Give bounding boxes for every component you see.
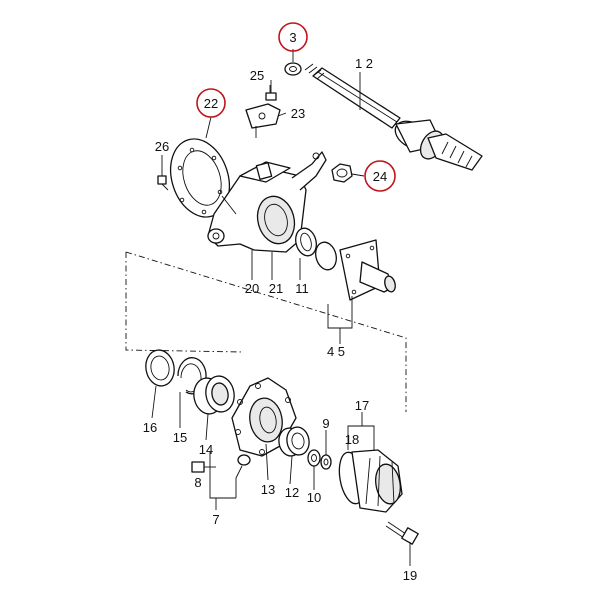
callout-14: 14 (199, 442, 213, 457)
callout-17: 17 (355, 398, 369, 413)
callout-8: 8 (194, 475, 201, 490)
washer-part-10 (307, 449, 321, 467)
callout-23: 23 (291, 106, 305, 121)
callout-19: 19 (403, 568, 417, 583)
callout-20: 20 (245, 281, 259, 296)
nut-part-24 (331, 163, 353, 183)
spacer-part-12 (278, 426, 310, 457)
bolt-part-19 (385, 521, 419, 545)
callout-26: 26 (155, 139, 169, 154)
callout-16: 16 (143, 420, 157, 435)
highlight-circles (196, 22, 396, 192)
washer-part-9 (320, 454, 332, 470)
callout-21: 21 (269, 281, 283, 296)
axle-shaft (304, 63, 483, 171)
assembly-outline-right (125, 251, 407, 412)
callout-24: 24 (373, 169, 387, 184)
callout-11: 11 (295, 281, 309, 296)
steering-knuckle (207, 151, 327, 253)
stud-part-8 (191, 461, 216, 473)
ring-part-11 (295, 227, 317, 257)
washer-part-3 (284, 62, 302, 76)
callout-22: 22 (204, 96, 218, 111)
callout-9: 9 (322, 416, 329, 431)
callout-12: 12 (285, 485, 299, 500)
callout-labels: 3 1 2 25 22 23 26 24 20 21 11 4 5 16 15 … (143, 30, 417, 583)
callout-10: 10 (307, 490, 321, 505)
dust-plate-part-22 (169, 138, 231, 218)
callout-15: 15 (173, 430, 187, 445)
callout-4-5: 4 5 (327, 344, 345, 359)
bolt-part-25 (265, 80, 277, 101)
free-wheel-hub-part-18 (338, 449, 403, 513)
callout-3: 3 (289, 30, 296, 45)
bracket-part-23 (245, 103, 281, 138)
bolt-part-26 (157, 175, 169, 191)
callout-1-2: 1 2 (355, 56, 373, 71)
highlight-part-22 (196, 88, 226, 118)
callout-7: 7 (212, 512, 219, 527)
highlight-part-3 (278, 22, 308, 52)
spindle-part-4-5 (315, 239, 396, 301)
callout-18: 18 (345, 432, 359, 447)
highlight-part-24 (364, 160, 396, 192)
bearing-part-14 (193, 375, 235, 415)
callout-13: 13 (261, 482, 275, 497)
assembly-outline (125, 252, 245, 353)
leader-lines (151, 49, 411, 566)
seal-part-16 (145, 349, 175, 387)
callout-25: 25 (250, 68, 264, 83)
